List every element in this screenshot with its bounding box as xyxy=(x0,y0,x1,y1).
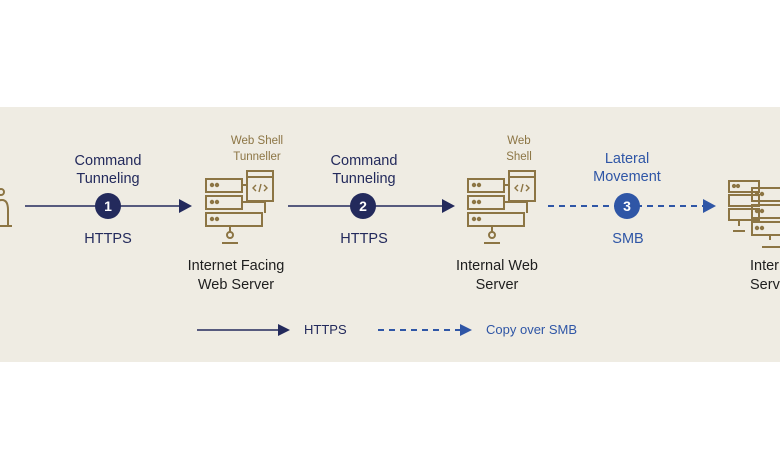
step-1-title: Command Tunneling xyxy=(48,152,168,188)
step-1-badge xyxy=(95,193,121,219)
step-1-protocol: HTTPS xyxy=(84,231,132,247)
node-3-label-line1: Inter xyxy=(750,258,780,274)
node-1-label-line1: Internet Facing xyxy=(187,258,285,274)
step-3-title-line1: Lateral xyxy=(604,151,650,167)
legend-https-line xyxy=(197,324,290,336)
legend-smb-line xyxy=(378,324,472,336)
web-server-icon xyxy=(205,170,274,244)
node-2-label-line2: Server xyxy=(475,277,519,293)
step-1-number: 1 xyxy=(104,198,112,214)
step-3-title-line2: Movement xyxy=(593,169,661,185)
server-cluster-icon xyxy=(728,180,780,248)
step-3-number: 3 xyxy=(623,198,631,214)
legend-smb-label: Copy over SMB xyxy=(486,322,578,337)
node-1-annotation-line2: Tunneller xyxy=(233,151,281,163)
node-1-label: Internet Facing Web Server xyxy=(166,257,306,295)
attacker-user-icon xyxy=(0,188,12,227)
node-1-annotation-line1: Web Shell xyxy=(230,135,284,147)
node-3-label: Inter Serv xyxy=(750,257,780,295)
node-2-annotation: Web Shell xyxy=(494,133,544,165)
step-2-number: 2 xyxy=(359,198,367,214)
step-2-title: Command Tunneling xyxy=(304,152,424,188)
step-2-protocol: HTTPS xyxy=(340,231,388,247)
step-2-title-line1: Command xyxy=(330,153,398,169)
node-2-annotation-line1: Web xyxy=(507,135,531,147)
node-2-annotation-line2: Shell xyxy=(506,151,532,163)
step-1-title-line2: Tunneling xyxy=(76,171,140,187)
step-1-title-line1: Command xyxy=(74,153,142,169)
node-2-label-line1: Internal Web xyxy=(456,258,538,274)
step-3-badge xyxy=(614,193,640,219)
node-1-label-line2: Web Server xyxy=(197,277,275,293)
diagram-background xyxy=(0,107,780,362)
legend-https-label: HTTPS xyxy=(304,322,347,337)
node-1-annotation: Web Shell Tunneller xyxy=(212,133,302,165)
step-2-title-line2: Tunneling xyxy=(332,171,396,187)
step-3-protocol: SMB xyxy=(612,231,644,247)
step-2-badge xyxy=(350,193,376,219)
step-3-title: Lateral Movement xyxy=(567,150,687,186)
web-server-icon xyxy=(467,170,536,244)
node-3-label-line2: Serv xyxy=(750,277,780,293)
node-2-label: Internal Web Server xyxy=(432,257,562,295)
